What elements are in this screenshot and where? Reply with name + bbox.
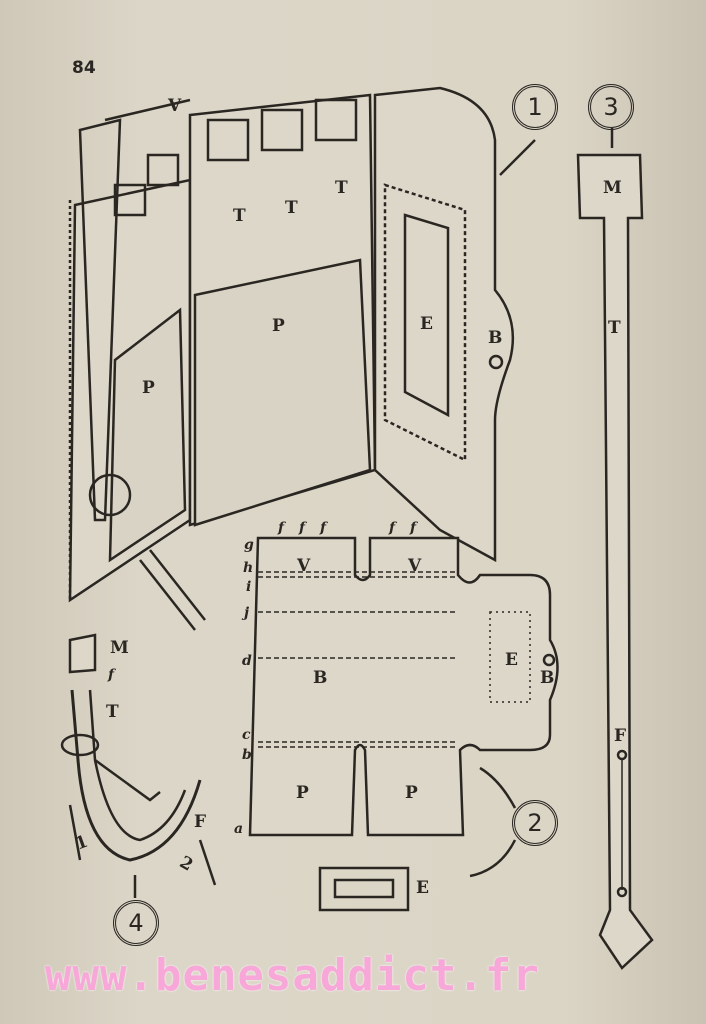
pattern-drawing bbox=[248, 536, 559, 912]
buckle-label: E bbox=[416, 878, 429, 898]
fig1-label: V bbox=[168, 96, 182, 116]
ring-label: T bbox=[106, 702, 119, 722]
fig1-label: T bbox=[233, 206, 246, 226]
strap-drawing bbox=[576, 128, 654, 970]
pattern-label: P bbox=[296, 783, 309, 803]
stitch-label: f bbox=[320, 520, 327, 536]
key-ring-drawing bbox=[60, 633, 217, 898]
fig1-label: P bbox=[272, 316, 285, 336]
fig1-label: E bbox=[420, 314, 433, 334]
figure-number-text: 1 bbox=[527, 93, 543, 121]
key-case-drawing bbox=[68, 86, 536, 631]
ring-label: f bbox=[108, 667, 115, 683]
figure-number-text: 4 bbox=[128, 909, 144, 937]
line-label: i bbox=[246, 579, 252, 595]
watermark: www.benesaddict.fr bbox=[45, 950, 540, 1001]
figure-number-1: 1 bbox=[512, 84, 558, 130]
pattern-label: B bbox=[313, 668, 328, 688]
stitch-label: f bbox=[299, 520, 306, 536]
line-label: d bbox=[242, 653, 252, 669]
fig1-label: T bbox=[335, 178, 348, 198]
line-label: a bbox=[234, 821, 244, 837]
line-label: h bbox=[243, 560, 254, 576]
ring-label: F bbox=[194, 812, 207, 832]
fig1-label: B bbox=[488, 328, 503, 348]
figure-number-3: 3 bbox=[588, 84, 634, 130]
stitch-label: f bbox=[278, 520, 285, 536]
line-label: g bbox=[244, 537, 254, 553]
line-label: b bbox=[242, 747, 252, 763]
fig1-label: T bbox=[285, 198, 298, 218]
figure-number-text: 3 bbox=[603, 93, 619, 121]
figure-number-2: 2 bbox=[512, 800, 558, 846]
fig1-label: P bbox=[142, 378, 155, 398]
page-number: 84 bbox=[72, 58, 96, 78]
strap-label: T bbox=[608, 318, 621, 338]
stitch-label: f bbox=[389, 520, 396, 536]
pattern-label: P bbox=[405, 783, 418, 803]
line-label: j bbox=[244, 605, 250, 621]
pattern-label: V bbox=[408, 556, 422, 576]
pattern-label: B bbox=[540, 668, 555, 688]
stitch-label: f bbox=[410, 520, 417, 536]
pattern-label: V bbox=[297, 556, 311, 576]
figure-number-4: 4 bbox=[113, 900, 159, 946]
ring-label: M bbox=[110, 638, 129, 658]
strap-label: F bbox=[614, 726, 627, 746]
pattern-label: E bbox=[505, 650, 518, 670]
line-label: c bbox=[242, 727, 251, 743]
strap-label: M bbox=[603, 178, 622, 198]
figure-number-text: 2 bbox=[527, 809, 543, 837]
